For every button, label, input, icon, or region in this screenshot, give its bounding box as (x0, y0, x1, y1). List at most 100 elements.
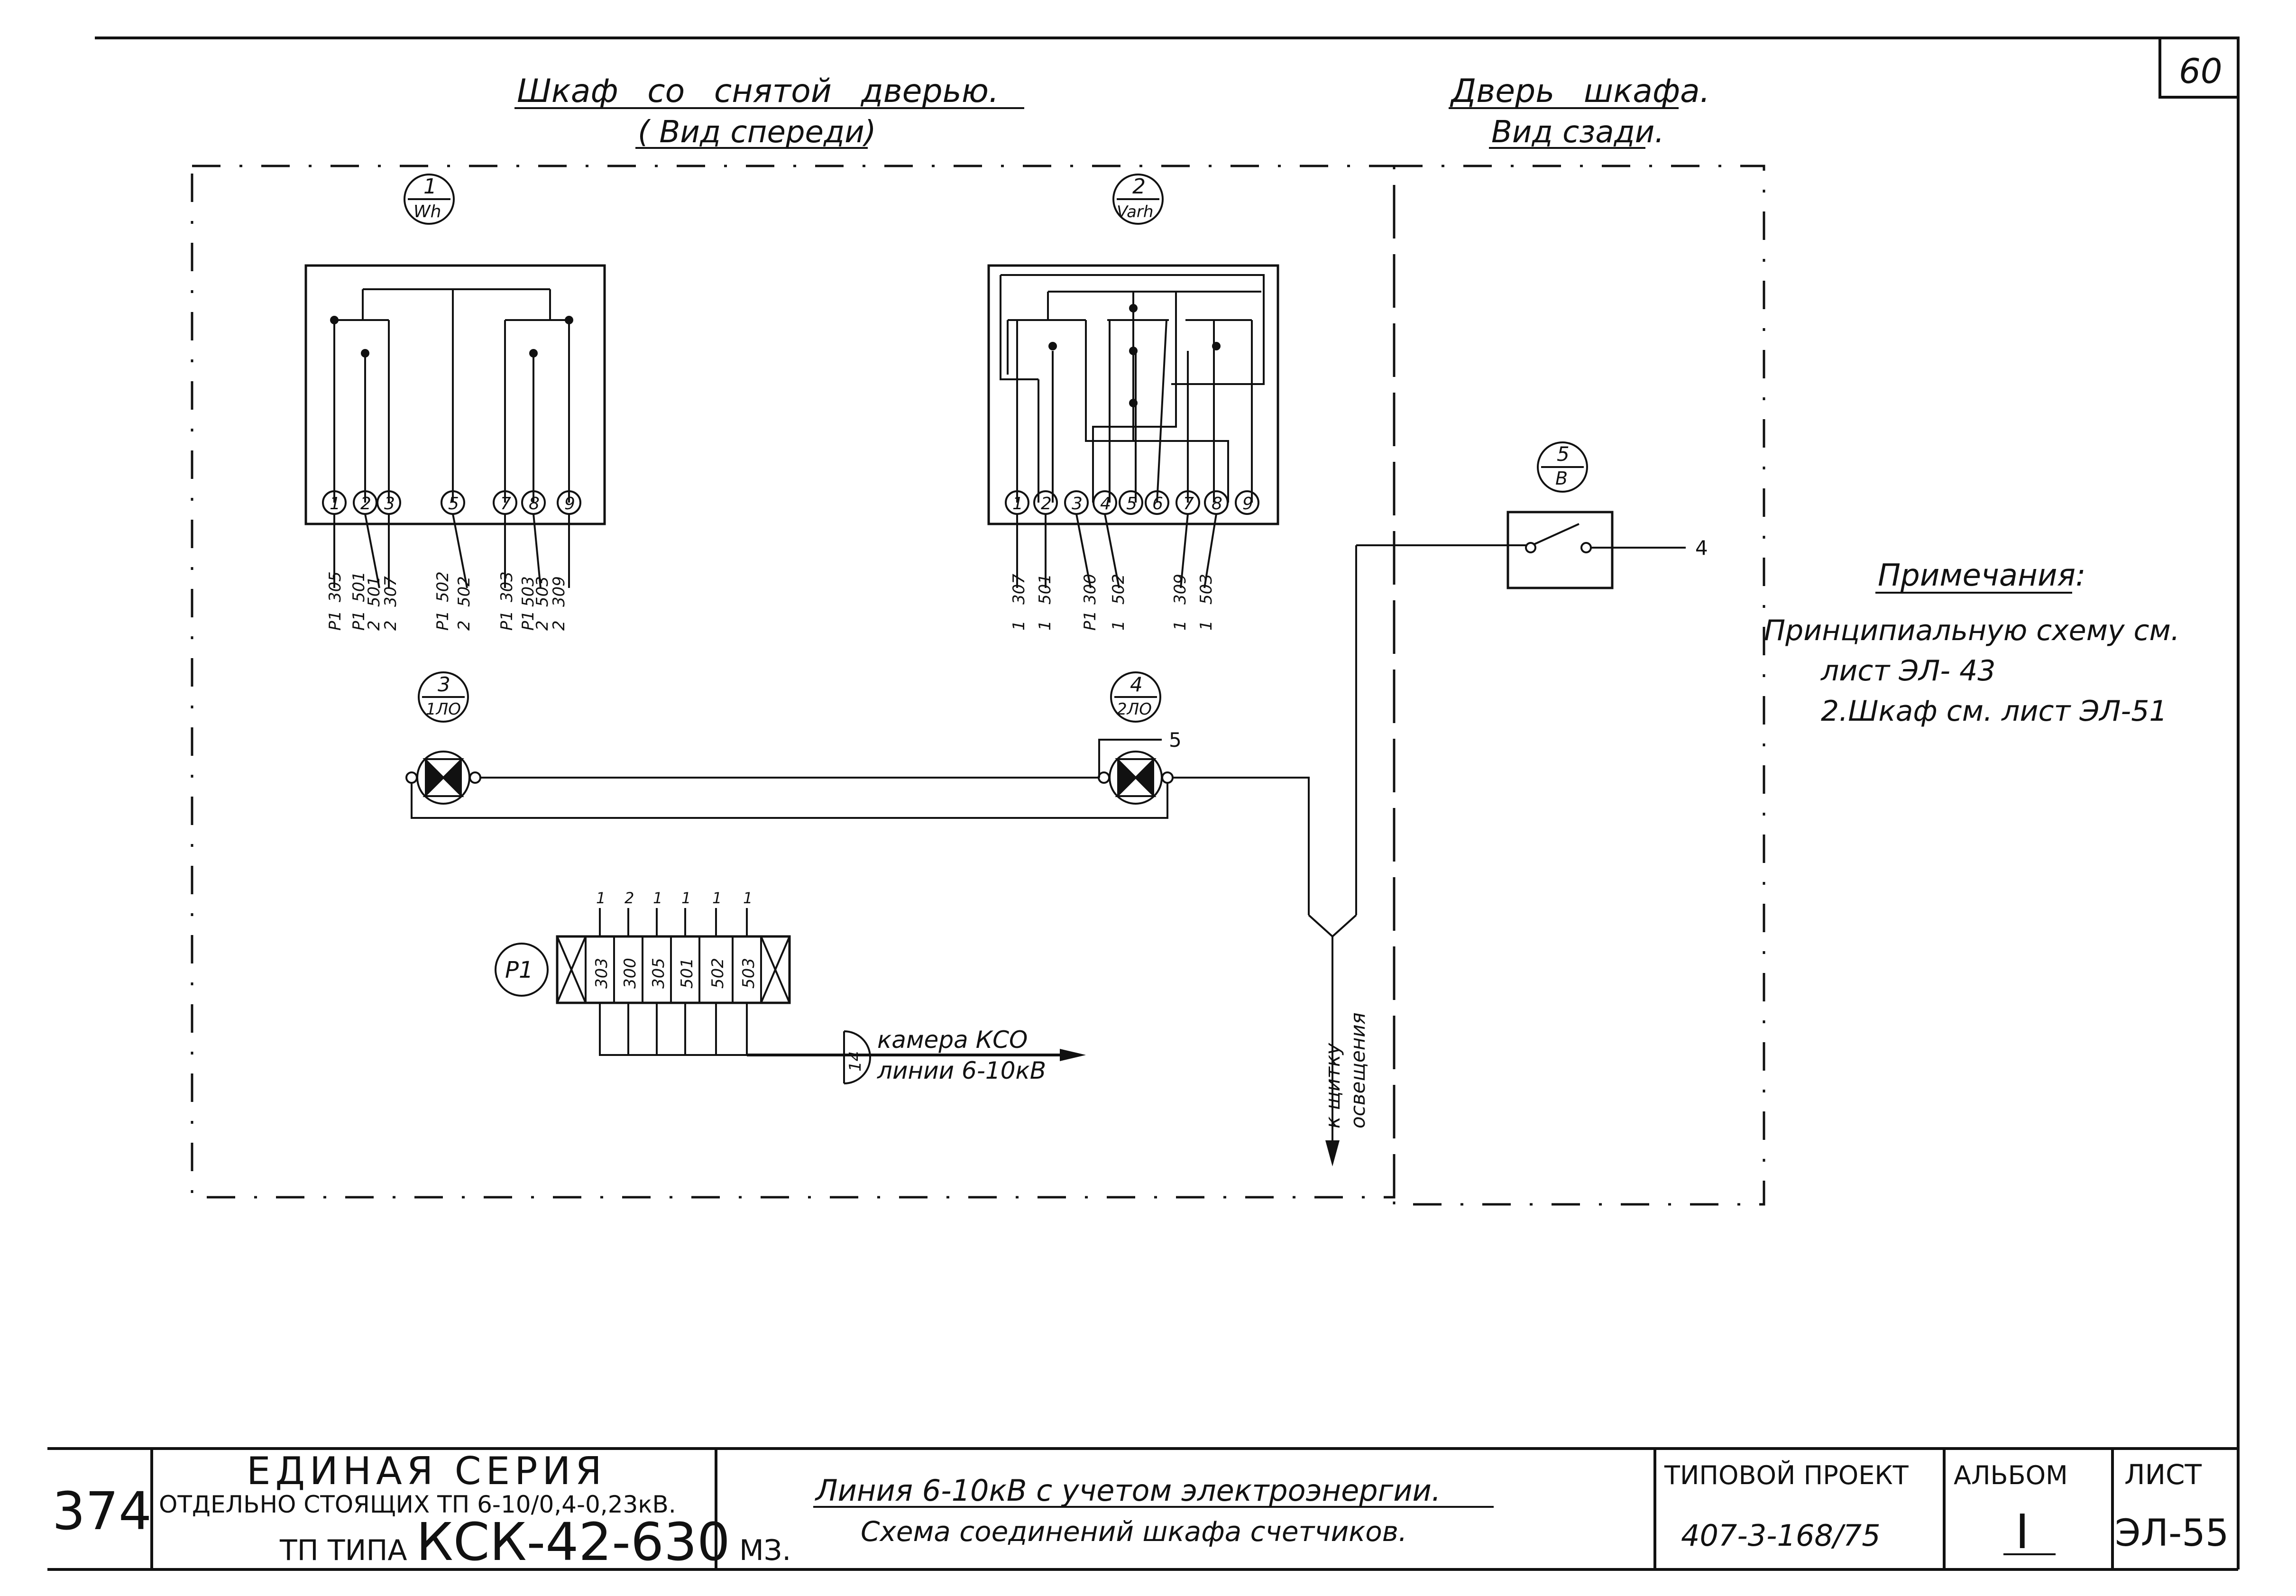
down-label-2: освещения (1346, 1012, 1369, 1128)
svg-text:2: 2 (533, 620, 552, 631)
meter-wh-wire-ends: P1 P1 2 2 P1 2 P1 P1 2 2 (326, 611, 569, 631)
svg-text:8: 8 (529, 494, 540, 514)
meter-wh-type: Wh (413, 202, 441, 221)
right-section-title: Дверь шкафа. Вид сзади. (1449, 73, 1710, 150)
drawing-title: Линия 6-10кВ с учетом электроэнергии. (815, 1473, 1441, 1508)
svg-text:501: 501 (365, 576, 384, 607)
down-label-1: к щитку (1321, 1043, 1344, 1128)
svg-text:3: 3 (384, 494, 395, 514)
svg-text:503: 503 (1197, 574, 1216, 605)
svg-text:1ЛО: 1ЛО (426, 700, 461, 719)
svg-text:300: 300 (1081, 574, 1100, 605)
project-label: ТИПОВОЙ ПРОЕКТ (1664, 1460, 1909, 1490)
series-line2: ОТДЕЛЬНО СТОЯЩИХ ТП 6-10/0,4-0,23кВ. (159, 1491, 676, 1518)
svg-text:1: 1 (1171, 620, 1190, 631)
svg-text:6: 6 (1152, 494, 1163, 514)
svg-text:P1: P1 (505, 957, 533, 983)
left-section-title: Шкаф со снятой дверью. ( Вид спереди) (514, 73, 1024, 150)
svg-text:1: 1 (1036, 620, 1055, 631)
meter-varh-wire-ends: 1 1 P1 1 1 1 (1010, 611, 1216, 631)
svg-text:7: 7 (500, 494, 511, 514)
svg-text:P1: P1 (326, 611, 345, 631)
meter-varh-wire-labels: 307 501 300 502 309 503 (1010, 574, 1216, 605)
svg-text:4: 4 (1100, 494, 1111, 514)
notes-heading: Примечания: (1878, 558, 2086, 593)
svg-text:1: 1 (1197, 620, 1216, 631)
right-title: Дверь шкафа. (1450, 73, 1710, 110)
svg-text:3: 3 (438, 673, 450, 696)
svg-text:2: 2 (365, 620, 384, 631)
svg-text:1: 1 (1012, 494, 1023, 514)
svg-text:2: 2 (381, 620, 400, 631)
svg-text:P1: P1 (349, 611, 368, 631)
svg-text:1: 1 (681, 889, 691, 907)
svg-text:P1: P1 (1081, 611, 1100, 631)
sheet-code: ЭЛ-55 (2115, 1512, 2229, 1555)
svg-text:P1: P1 (519, 611, 538, 631)
svg-text:307: 307 (381, 576, 400, 607)
svg-text:14: 14 (846, 1051, 865, 1072)
svg-text:1: 1 (330, 494, 340, 514)
svg-text:1: 1 (743, 889, 753, 907)
svg-text:502: 502 (433, 571, 452, 602)
svg-text:300: 300 (621, 958, 640, 989)
svg-text:303: 303 (497, 571, 516, 602)
svg-text:501: 501 (349, 571, 368, 602)
svg-text:В: В (1555, 468, 1568, 489)
svg-text:9: 9 (564, 494, 575, 514)
svg-text:307: 307 (1010, 574, 1029, 605)
svg-text:309: 309 (1171, 574, 1190, 605)
meter-wh: 1 Wh 1 2 3 5 7 8 9 (304, 174, 606, 631)
svg-text:8: 8 (1212, 494, 1222, 514)
cable-ref-line2: линии 6-10кВ (877, 1057, 1046, 1084)
svg-text:3: 3 (1072, 494, 1083, 514)
door-outline (1393, 165, 1765, 1206)
svg-text:2: 2 (1041, 494, 1052, 514)
svg-text:502: 502 (1109, 574, 1128, 605)
svg-text:1: 1 (712, 889, 722, 907)
svg-text:502: 502 (455, 576, 474, 607)
svg-text:309: 309 (550, 576, 569, 607)
svg-text:4: 4 (1130, 673, 1143, 696)
title-block: 374 ЕДИНАЯ СЕРИЯ ОТДЕЛЬНО СТОЯЩИХ ТП 6-1… (52, 1449, 2229, 1572)
series-code: 374 (52, 1481, 152, 1541)
drawing-subtitle: Схема соединений шкафа счетчиков. (861, 1515, 1407, 1548)
svg-text:305: 305 (326, 571, 345, 602)
svg-text:501: 501 (678, 958, 697, 989)
svg-text:5: 5 (448, 494, 459, 514)
svg-text:501: 501 (1036, 574, 1055, 605)
svg-text:5: 5 (1126, 494, 1137, 514)
svg-text:503: 503 (739, 958, 758, 989)
notes-line3: 2.Шкаф см. лист ЭЛ-51 (1821, 695, 2167, 728)
svg-text:1: 1 (596, 889, 606, 907)
meter-wh-terminals: 1 2 3 5 7 8 9 (322, 490, 581, 515)
svg-text:502: 502 (708, 958, 727, 989)
meter-wh-num: 1 (423, 174, 437, 199)
left-subtitle: ( Вид спереди) (638, 115, 876, 150)
notes: Примечания: Принципиальную схему см. лис… (1764, 558, 2180, 728)
svg-text:5: 5 (1557, 442, 1570, 466)
project-number: 407-3-168/75 (1681, 1518, 1881, 1553)
svg-text:1: 1 (1010, 620, 1029, 631)
series-line1: ЕДИНАЯ СЕРИЯ (247, 1449, 606, 1493)
meter-wh-wire-labels: 305 501 501 307 502 502 303 503 503 309 (326, 571, 569, 607)
meter-varh-type: Varh (1117, 202, 1153, 221)
lamp-2lo: 4 2ЛО 5 (1098, 671, 1182, 805)
svg-text:2: 2 (550, 620, 569, 631)
svg-text:2: 2 (625, 889, 634, 907)
svg-text:9: 9 (1242, 494, 1253, 514)
meter-varh-num: 2 (1132, 174, 1146, 199)
svg-text:1: 1 (1109, 620, 1128, 631)
terminal-block-p1: P1 303 300 305 501 502 503 1 2 1 (495, 889, 1086, 1061)
svg-text:P1: P1 (497, 611, 516, 631)
sheet-number: 60 (2179, 51, 2223, 91)
series-line3: ТП ТИПА КСК-42-630 МЗ. (279, 1512, 791, 1572)
svg-text:305: 305 (649, 958, 668, 989)
lamp-wiring: к щитку освещения (411, 545, 1369, 1166)
meter-varh-terminals: 1 2 3 4 5 6 7 8 9 (1005, 490, 1259, 515)
svg-text:P1: P1 (433, 611, 452, 631)
cable-reference: 14 камера КСО линии 6-10кВ (843, 1026, 1046, 1084)
notes-line2: лист ЭЛ- 43 (1820, 654, 1995, 688)
sheet-frame (47, 37, 2240, 1571)
